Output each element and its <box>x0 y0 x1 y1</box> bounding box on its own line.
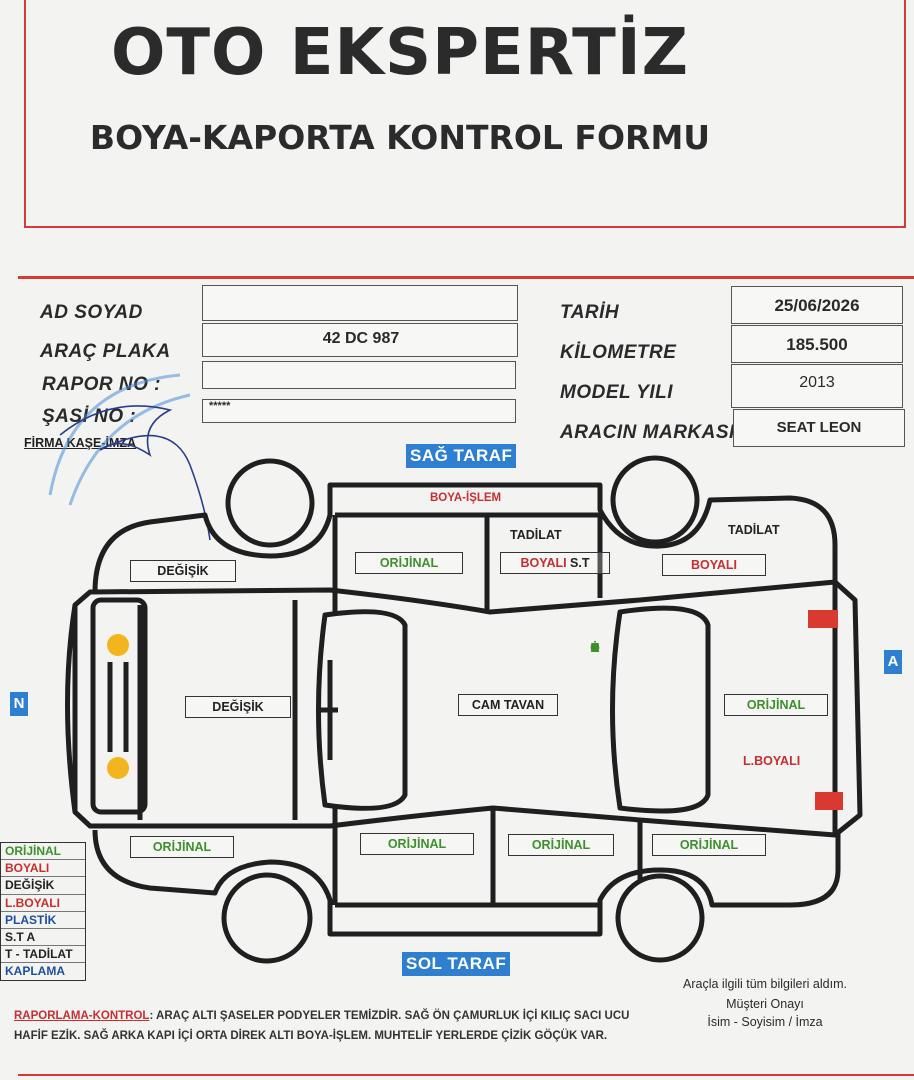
left-rear-fender-cell: ORİJİNAL <box>652 834 766 856</box>
sag-taraf-tag: SAĞ TARAF <box>406 444 517 468</box>
report-line-2: HAFİF EZİK. SAĞ ARKA KAPI İÇİ ORTA DİREK… <box>14 1030 608 1042</box>
approve-line-2: Müşteri Onayı <box>726 997 804 1011</box>
legend-item: KAPLAMA <box>1 963 85 979</box>
kilometre-value: 185.500 <box>786 335 848 354</box>
legend-item-label: BOYALI <box>5 861 50 876</box>
rapor-no-field[interactable] <box>202 361 516 389</box>
wheel-rear-right-icon <box>610 455 700 545</box>
report-line-1: RAPORLAMA-KONTROL: ARAÇ ALTI ŞASELER POD… <box>14 1010 630 1022</box>
model-yili-label: MODEL YILI <box>560 382 674 403</box>
arac-plaka-label: ARAÇ PLAKA <box>40 341 171 362</box>
left-front-fender-cell: ORİJİNAL <box>130 836 234 858</box>
legend-item-label: ORİJİNAL <box>5 844 62 858</box>
wheel-rear-left-icon <box>615 873 705 963</box>
hood-cell: DEĞİŞİK <box>185 696 291 718</box>
tarih-field[interactable]: 25/06/2026 <box>731 286 903 324</box>
tarih-value: 25/06/2026 <box>774 296 860 315</box>
arac-plaka-value: 42 DC 987 <box>322 330 400 347</box>
marka-label: ARACIN MARKASI <box>560 422 735 443</box>
ad-soyad-field[interactable] <box>202 285 518 321</box>
front-right-fender-cell: DEĞİŞİK <box>130 560 236 582</box>
legend-item: S.T A <box>1 929 85 947</box>
left-rear-door-cell: ORİJİNAL <box>508 834 614 856</box>
roof-cell: CAM TAVAN <box>458 694 558 716</box>
legend-item: DEĞİŞİK <box>1 877 85 895</box>
legend-item: L.BOYALI <box>1 895 85 912</box>
legend-item: T - TADİLAT <box>1 946 85 964</box>
sol-taraf-tag: SOL TARAF <box>402 952 511 976</box>
right-rear-door-cell: BOYALI S.T <box>500 552 610 574</box>
right-front-door-cell: ORİJİNAL <box>355 552 463 574</box>
title-frame <box>24 0 906 228</box>
legend-item-label: DEĞİŞİK <box>5 878 55 893</box>
model-yili-field[interactable]: 2013 <box>731 364 903 408</box>
legend-item-label: KAPLAMA <box>5 964 65 979</box>
arac-plaka-field[interactable]: 42 DC 987 <box>202 323 518 357</box>
legend-item-label: S.T A <box>5 929 36 944</box>
approve-line-1: Araçla ilgili tüm bilgileri aldım. <box>683 977 847 991</box>
sasi-no-value: ***** <box>209 400 231 412</box>
stamp-signature-icon <box>48 373 211 541</box>
legend-item-label: PLASTİK <box>5 912 57 927</box>
legend-item-label: T - TADİLAT <box>5 947 73 962</box>
marka-value: SEAT LEON <box>776 419 862 436</box>
left-front-door-cell: ORİJİNAL <box>360 833 474 855</box>
form-subtitle: BOYA-KAPORTA KONTROL FORMU <box>89 118 711 157</box>
tarih-label: TARİH <box>560 302 620 323</box>
bottom-divider <box>18 1074 914 1076</box>
kilometre-field[interactable]: 185.500 <box>731 325 903 363</box>
trunk-cell: ORİJİNAL <box>724 694 828 716</box>
legend-item-label: L.BOYALI <box>5 895 60 910</box>
page-title: OTO EKSPERTİZ <box>110 16 690 90</box>
trunk-lboyali-label: L.BOYALI <box>743 754 801 768</box>
ad-soyad-label: AD SOYAD <box>40 302 143 323</box>
right-rear-door-tadilat: TADİLAT <box>510 528 562 542</box>
wheel-front-left-icon <box>221 872 313 964</box>
report-label: RAPORLAMA-KONTROL <box>14 1010 150 1022</box>
top-strip-label: BOYA-İŞLEM <box>430 492 502 504</box>
legend-item: PLASTİK <box>1 912 85 929</box>
right-rear-fender-cell: BOYALI <box>662 554 766 576</box>
model-yili-value: 2013 <box>799 374 835 391</box>
approve-line-3: İsim - Soyisim / İmza <box>707 1015 823 1029</box>
legend: ORİJİNAL BOYALI DEĞİŞİK L.BOYALI PLASTİK… <box>0 842 86 981</box>
legend-item: ORİJİNAL <box>1 843 85 861</box>
kilometre-label: KİLOMETRE <box>560 342 677 363</box>
legend-item: BOYALI <box>1 860 85 878</box>
wheel-front-right-icon <box>225 458 315 548</box>
divider-line <box>18 276 914 279</box>
rapor-no-label: RAPOR NO : <box>42 374 161 395</box>
sasi-no-field[interactable]: ***** <box>202 399 516 423</box>
right-rear-fender-tadilat: TADİLAT <box>728 523 780 537</box>
marka-field[interactable]: SEAT LEON <box>733 409 905 447</box>
